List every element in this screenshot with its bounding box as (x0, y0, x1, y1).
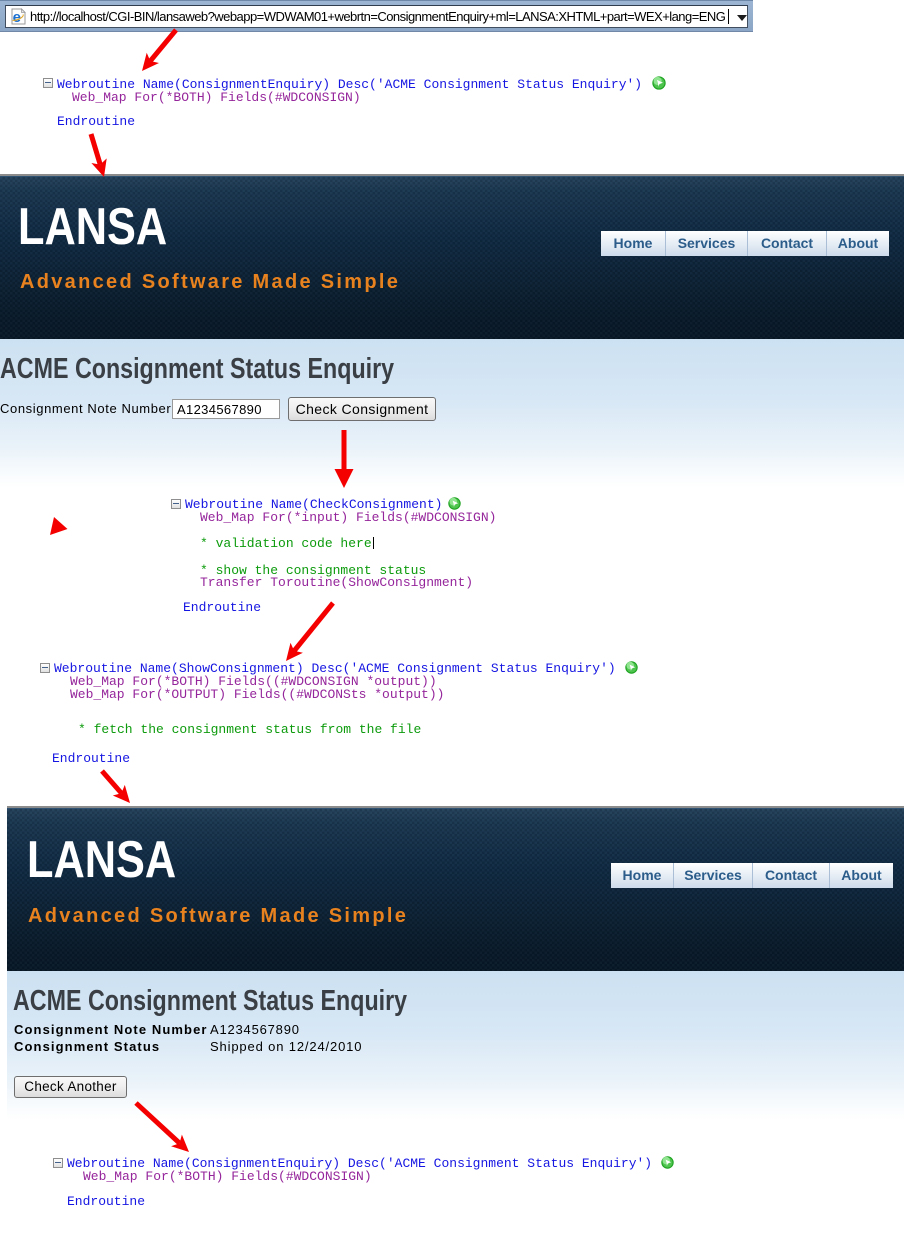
svg-text:e: e (13, 9, 21, 25)
